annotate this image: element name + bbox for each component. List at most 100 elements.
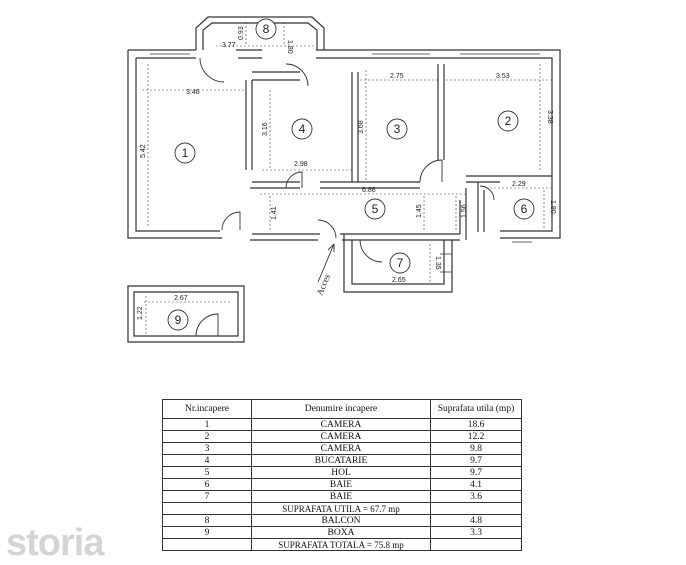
cell-room-number: 2 (162, 430, 252, 443)
floor-plan: 3.77 0.93 1.80 3.46 5.42 2.98 3.16 2.75 … (127, 16, 561, 343)
table-row: 6 BAIE 4.1 (162, 478, 522, 491)
cell-room-area: 12.2 (430, 430, 522, 443)
table-row: 9 BOXA 3.3 (162, 526, 522, 539)
door-arc-4 (285, 171, 303, 189)
access-label: Acces (315, 272, 333, 297)
dim-room6-width: 2.29 (512, 181, 526, 188)
cell-room-area: 18.6 (430, 418, 522, 431)
cell-room-name: HOL (251, 466, 431, 479)
room-number-2: 2 (505, 114, 512, 128)
door-arc-1 (199, 57, 225, 83)
header-room-name: Denumire incapere (251, 399, 431, 419)
cell-room-name: CAMERA (251, 442, 431, 455)
cell-room-name: BAIE (251, 478, 431, 491)
cell-room-area: 3.6 (430, 490, 522, 503)
boxa-door (195, 313, 219, 337)
cell-room-area: 9.7 (430, 466, 522, 479)
wall-top-inner (252, 71, 300, 81)
summary-row-utila: SUPRAFATA UTILA = 67.7 mp (162, 502, 522, 515)
room-number-6: 6 (521, 202, 528, 216)
cell-room-number: 9 (162, 526, 252, 539)
dim-hall-height-right: 1.56 (461, 204, 468, 218)
summary-row-totala: SUPRAFATA TOTALA = 75.8 mp (162, 538, 522, 551)
room-number-4: 4 (299, 122, 306, 136)
table-row: 4 BUCATARIE 9.7 (162, 454, 522, 467)
cell-room-name: BUCATARIE (251, 454, 431, 467)
table-row: 5 HOL 9.7 (162, 466, 522, 479)
outer-wall-inner (135, 57, 553, 232)
dim-balcony-depth-left: 0.93 (238, 26, 245, 40)
cell-room-number: 6 (162, 478, 252, 491)
door-arc-8 (317, 219, 337, 239)
dim-boxa-height: 1.22 (137, 306, 144, 320)
room-area-table: Nr.incapere Denumire incapere Suprafata … (162, 399, 522, 551)
dim-balcony-depth-right: 1.80 (286, 40, 293, 54)
window (150, 49, 540, 273)
dim-room7-height: 1.35 (434, 256, 441, 270)
cell-room-name: CAMERA (251, 430, 431, 443)
cell-room-number: 5 (162, 466, 252, 479)
dim-room1-height: 5.42 (140, 144, 147, 158)
wall-hall-bottom (250, 233, 460, 241)
dim-room3-height: 3.68 (358, 120, 365, 134)
wall-room4-right (351, 72, 359, 182)
cell-room-number: 1 (162, 418, 252, 431)
door-arc-5 (419, 159, 443, 183)
room-number-7: 7 (397, 256, 404, 270)
cell-room-name: BALCON (251, 514, 431, 527)
dim-room6-height: 1.80 (549, 200, 556, 214)
dim-room1-width: 3.46 (186, 89, 200, 96)
dim-hall-height-mid: 1.45 (416, 204, 423, 218)
dim-room3-width: 2.75 (390, 73, 404, 80)
cell-room-name: CAMERA (251, 418, 431, 431)
cell-room-area: 4.8 (430, 514, 522, 527)
dim-room2-width: 3.53 (496, 73, 510, 80)
table-header-row: Nr.incapere Denumire incapere Suprafata … (162, 399, 522, 419)
cell-room-name: BOXA (251, 526, 431, 539)
wall-room2-room6 (466, 175, 552, 183)
dim-room4-width: 2.98 (294, 161, 308, 168)
dim-room2-height: 3.38 (546, 110, 553, 124)
room-number-9: 9 (175, 313, 182, 327)
dim-hall-height-left: 1.41 (271, 206, 278, 220)
dim-boxa-width: 2.67 (174, 295, 188, 302)
door-arc-6 (479, 185, 495, 201)
cell-room-area: 4.1 (430, 478, 522, 491)
cell-room-number: 3 (162, 442, 252, 455)
dim-balcony-width: 3.77 (222, 42, 236, 49)
storia-watermark: storia (6, 522, 104, 564)
header-room-number: Nr.incapere (162, 399, 252, 419)
door-arc-3 (285, 63, 309, 87)
boxa-outline (127, 285, 245, 343)
wall-room1-right (245, 80, 253, 170)
table-row: 8 BALCON 4.8 (162, 514, 522, 527)
cell-room-number: 4 (162, 454, 252, 467)
table-row: 1 CAMERA 18.6 (162, 418, 522, 431)
access-arrow-icon (317, 243, 335, 283)
table-row: 3 CAMERA 9.8 (162, 442, 522, 455)
door-arc-2 (221, 211, 241, 231)
room-number-3: 3 (394, 122, 401, 136)
summary-total-area: SUPRAFATA TOTALA = 75.8 mp (251, 538, 431, 551)
dim-room7-width: 2.65 (392, 277, 406, 284)
room-number-1: 1 (182, 146, 189, 160)
cell-room-name: BAIE (251, 490, 431, 503)
wall-hall-right (459, 188, 467, 240)
balcony-outline (195, 16, 325, 50)
cell-room-area: 9.8 (430, 442, 522, 455)
summary-usable-area: SUPRAFATA UTILA = 67.7 mp (251, 502, 431, 515)
wall-room3-right (437, 64, 445, 160)
wall-room4-bottom (250, 181, 420, 189)
cell-room-number: 7 (162, 490, 252, 503)
cell-room-number: 8 (162, 514, 252, 527)
room-number-5: 5 (372, 202, 379, 216)
header-usable-area: Suprafata utila (mp) (430, 399, 522, 419)
cell-room-area: 3.3 (430, 526, 522, 539)
table-row: 2 CAMERA 12.2 (162, 430, 522, 443)
table-row: 7 BAIE 3.6 (162, 490, 522, 503)
dim-hall-width: 6.86 (362, 187, 376, 194)
door-arc-7 (359, 239, 383, 263)
room-number-8: 8 (263, 22, 270, 36)
dim-room4-height: 3.16 (262, 122, 269, 136)
cell-room-area: 9.7 (430, 454, 522, 467)
